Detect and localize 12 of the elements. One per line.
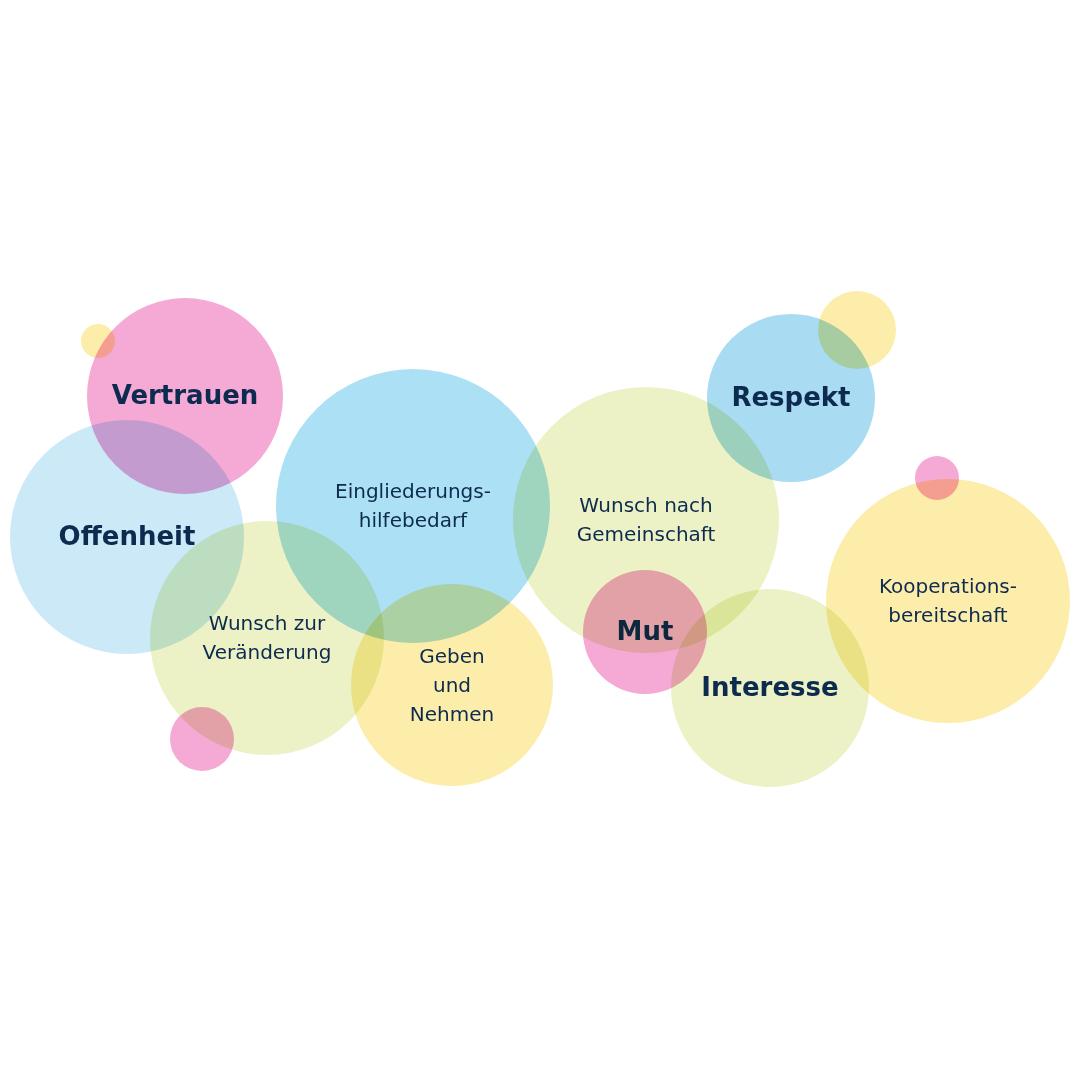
bubble-label: Respekt: [730, 381, 852, 415]
bubble-label: Interesse: [700, 671, 840, 705]
dot: [915, 456, 959, 500]
bubble-label: Vertrauen: [110, 379, 260, 413]
bubble-label: Wunsch nach Gemeinschaft: [575, 492, 717, 548]
bubble-label: Offenheit: [57, 520, 197, 554]
bubble-label: Eingliederungs- hilfebedarf: [334, 478, 492, 534]
bubble-label: Mut: [615, 615, 675, 649]
bubble-label: Wunsch zur Veränderung: [201, 610, 333, 666]
bubble-label: Geben und Nehmen: [408, 642, 496, 728]
bubble-label: Kooperations- bereitschaft: [878, 573, 1018, 629]
dot: [81, 324, 115, 358]
